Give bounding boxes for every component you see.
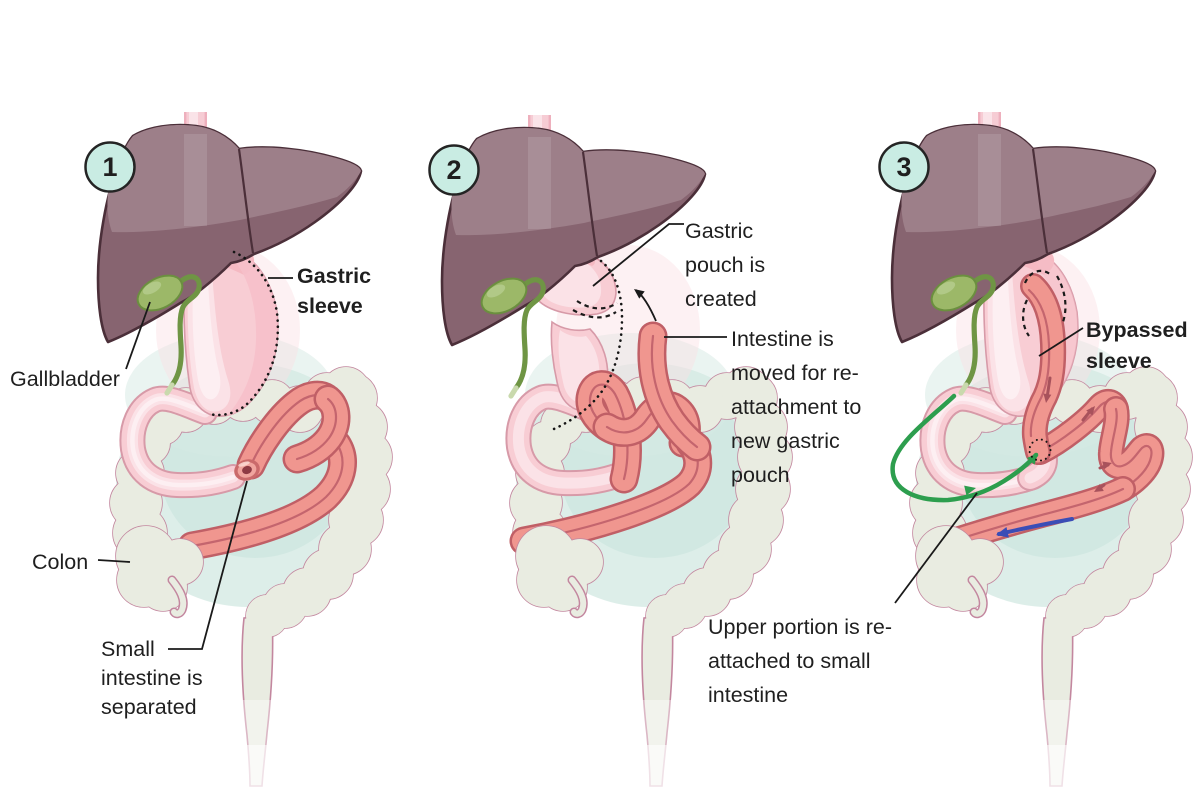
gastric-pouch-leader-line: [592, 223, 684, 287]
small-intestine-illustration: [937, 389, 1165, 555]
panel-1-illustration: 1: [86, 112, 393, 800]
label-bypassed-sleeve: Bypassed sleeve: [1086, 318, 1188, 373]
small-intestine-illustration: [177, 380, 357, 561]
step-badge-3-number: 3: [896, 152, 911, 182]
remnant-dotted-line: [547, 259, 624, 433]
colon-leader-line: [97, 559, 131, 563]
bypassed-flow-arrows: [1043, 376, 1112, 492]
sleeve-cut-dotted-line: [207, 250, 280, 417]
label-upper-portion-reattached: Upper portion is re-attached to small in…: [708, 615, 893, 707]
panel-3-illustration: 3: [880, 112, 1193, 800]
staple-line-2: [572, 309, 617, 319]
green-arrowhead-icon: [1027, 453, 1038, 465]
anastomosis-dotted-circle: [1028, 438, 1052, 462]
blue-arrowhead-icon: [996, 526, 1009, 538]
panel-2-illustration: 2: [430, 115, 793, 800]
step-badge-1-number: 1: [102, 152, 117, 182]
small-intestine-illustration: [509, 321, 713, 556]
step-badge-2-number: 2: [446, 155, 461, 185]
label-small-intestine-separated: Small intestine is separated: [101, 637, 203, 719]
stomach-remnant-illustration: [505, 320, 632, 497]
staple-line-1: [576, 300, 618, 310]
label-gastric-pouch-created: Gastric pouch is created: [685, 219, 766, 311]
gallbladder-leader-line: [125, 301, 151, 370]
label-gallbladder: Gallbladder: [10, 367, 120, 391]
bypassed-sleeve-leader-line: [1038, 327, 1084, 357]
upper-portion-leader-line: [894, 492, 978, 604]
cut-intestine-end-icon: [234, 459, 260, 481]
label-gastric-sleeve: Gastric sleeve: [297, 264, 372, 318]
label-colon: Colon: [32, 550, 89, 574]
attachment-dashed-lines: [1022, 269, 1067, 462]
label-intestine-moved: Intestine is moved for re-attachment to …: [731, 327, 862, 487]
food-path-arrow: [890, 393, 1039, 503]
green-arrowhead-icon: [964, 485, 976, 496]
move-arrowhead-icon: [634, 289, 645, 299]
small-intestine-leader-line: [168, 480, 248, 650]
